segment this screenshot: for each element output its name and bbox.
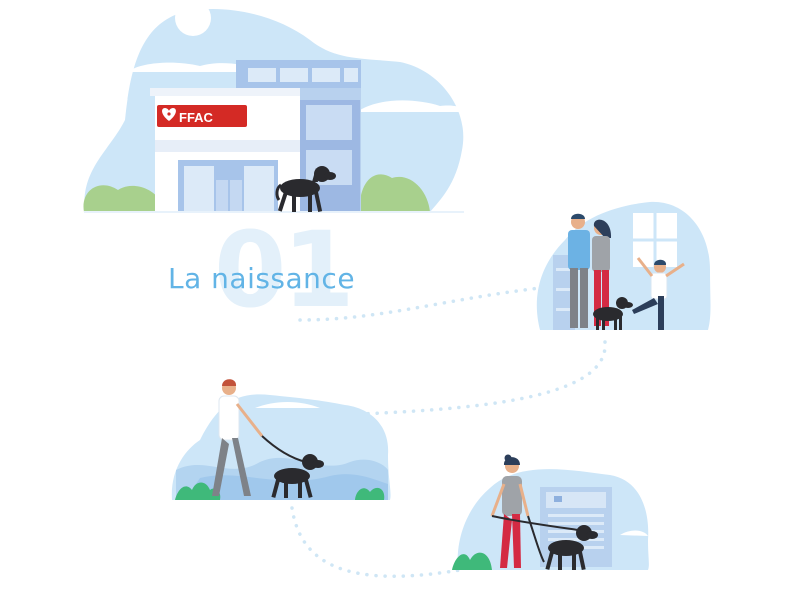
clinic-sign: FFAC — [157, 105, 247, 127]
clinic-scene: FFAC — [83, 0, 466, 213]
dog-figure — [271, 454, 324, 498]
dotted-path — [290, 286, 607, 578]
step-number: 01 — [214, 209, 355, 331]
heart-paw-icon — [162, 108, 176, 121]
sun-icon — [175, 0, 211, 36]
child-figure — [632, 257, 685, 330]
woman-figure — [490, 454, 530, 568]
step-title: La naissance — [168, 262, 356, 295]
dog-figure — [593, 297, 633, 330]
dog-figure — [275, 166, 336, 212]
woman-figure — [592, 219, 612, 326]
dog-figure — [545, 525, 598, 571]
walk-scene — [171, 379, 391, 500]
man-figure — [568, 213, 590, 328]
clinic-sign-label: FFAC — [179, 110, 214, 125]
walker-figure — [212, 379, 264, 496]
vet-scene — [452, 454, 649, 571]
family-scene — [536, 201, 711, 330]
